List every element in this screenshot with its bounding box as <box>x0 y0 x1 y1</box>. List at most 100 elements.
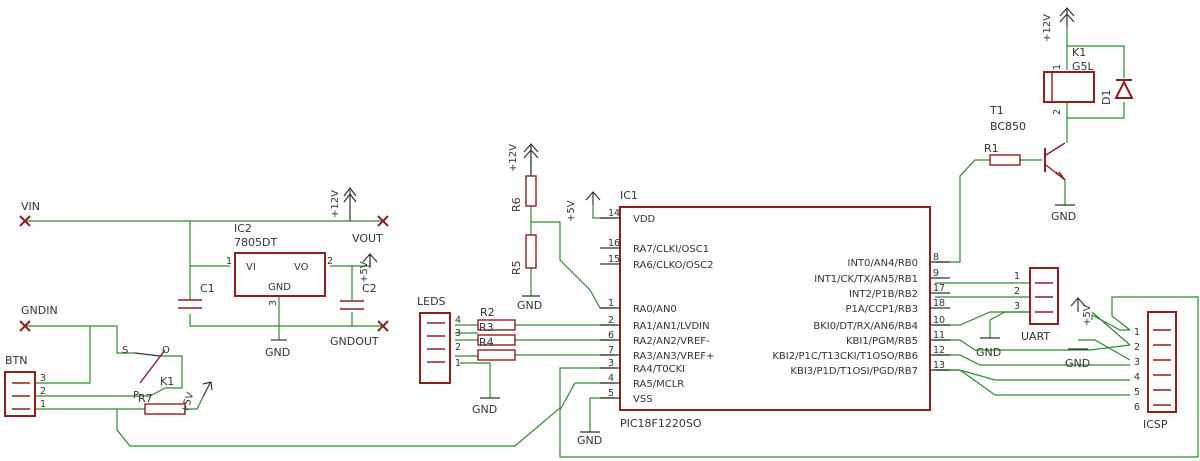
c1-label: C1 <box>200 282 215 295</box>
r5-resistor: R5 <box>510 234 537 275</box>
r6-label: R6 <box>510 197 523 212</box>
ic1-left-pin-label: RA3/AN3/VREF+ <box>633 351 714 362</box>
uart-pin-3: 3 <box>1014 301 1020 312</box>
ic1-left-pin-label: VSS <box>633 394 653 405</box>
relay-pin-2: 2 <box>1052 109 1063 115</box>
r1-resistor: R1 <box>984 142 1021 166</box>
gndout-marker <box>377 320 389 332</box>
net-markers: VIN GNDIN VOUT GNDOUT <box>19 200 389 348</box>
supply-symbols: +12V +5V GND +5V +12V GND +5V GND GND GN… <box>179 7 1093 447</box>
k1-relay-name: K1 <box>1072 46 1086 59</box>
btn-label: BTN <box>5 354 28 367</box>
ic1-left-pin-number: 15 <box>608 254 620 265</box>
r2-label: R2 <box>480 306 495 319</box>
btn-pin-2: 2 <box>40 386 46 397</box>
icsp-pin-5: 5 <box>1134 387 1140 398</box>
ic1-right-pin-number: 12 <box>933 345 945 356</box>
ic1-right-pins: 8INT0/AN4/RB09INT1/CK/TX/AN5/RB117INT2/P… <box>772 252 950 377</box>
leds-pin-3: 3 <box>455 328 461 339</box>
net-label-gnd-icsp: GND <box>1065 357 1090 370</box>
ic1-left-pin-number: 6 <box>608 330 614 341</box>
r2-resistor <box>477 319 516 331</box>
ic1-left-pins: 14VDD16RA7/CLKI/OSC115RA6/CLKO/OSC21RA0/… <box>600 208 714 405</box>
ic1-left-pin-number: 7 <box>608 345 614 356</box>
vout-marker <box>377 215 389 227</box>
ic1-left-pin-number: 3 <box>608 358 614 369</box>
ic2-regulator: IC2 7805DT VI VO GND 1 2 3 <box>226 222 333 306</box>
leds-label: LEDS <box>417 295 446 308</box>
net-label-p5v-icsp: +5V <box>1082 304 1093 326</box>
r6-resistor: R6 <box>510 175 537 212</box>
p5v-arrow-vout <box>362 253 378 268</box>
net-label-p12v-relay: +12V <box>1042 14 1053 42</box>
ic1-left-pin-label: RA1/AN1/LVDIN <box>633 321 710 332</box>
r3-label: R3 <box>479 321 494 334</box>
k1-relay: K1 G5L 1 2 <box>1043 46 1095 115</box>
uart-label: UART <box>1021 330 1050 343</box>
leds-connector: LEDS 4 3 2 1 <box>417 295 461 384</box>
leds-pin-1: 1 <box>455 358 461 369</box>
wires <box>25 25 1199 458</box>
icsp-connector: 1 2 3 4 5 6 ICSP <box>1134 311 1177 431</box>
r3-resistor <box>477 334 516 346</box>
ic1-right-pin-label: KBI2/P1C/T13CKI/T1OSO/RB6 <box>772 351 918 362</box>
net-label-p5v-r7: +5V <box>179 391 196 415</box>
k1-relay-value: G5L <box>1072 60 1095 73</box>
net-label-p12v-r6: +12V <box>508 144 519 172</box>
ic2-name: IC2 <box>234 222 252 235</box>
ic1-right-pin-label: INT2/P1B/RB2 <box>849 289 918 300</box>
t1-transistor: T1 BC850 <box>989 104 1066 181</box>
ic1-right-pin-number: 9 <box>933 268 939 279</box>
net-label-gnd-t1: GND <box>1051 210 1076 223</box>
icsp-pin-2: 2 <box>1134 342 1140 353</box>
p12v-arrow-relay <box>1059 7 1075 26</box>
k1-switch-label: K1 <box>160 375 174 388</box>
ic1-left-pin-number: 5 <box>608 388 614 399</box>
ic1-left-pin-number: 4 <box>608 373 614 384</box>
ic1-left-pin-label: RA5/MCLR <box>633 379 684 390</box>
ic1-left-pin-number: 2 <box>608 315 614 326</box>
uart-pin-1: 1 <box>1014 271 1020 282</box>
p5v-arrow-vdd <box>585 191 601 205</box>
ic1-left-pin-label: RA6/CLKO/OSC2 <box>633 260 713 271</box>
net-label-p12v-vin: +12V <box>330 190 341 218</box>
ic1-right-pin-label: INT0/AN4/RB0 <box>848 258 919 269</box>
switch-o-label: O <box>162 345 170 356</box>
ic1-pic: IC1 PIC18F1220SO 14VDD16RA7/CLKI/OSC115R… <box>600 189 950 430</box>
net-label-gnd-ic2: GND <box>265 346 290 359</box>
t1-value: BC850 <box>990 120 1026 133</box>
icsp-pin-3: 3 <box>1134 357 1140 368</box>
ic2-pin1: 1 <box>226 256 232 267</box>
btn-pin-1: 1 <box>40 399 46 410</box>
net-label-p5v-vout: +5V <box>359 261 370 283</box>
k1-switch: S O P K1 <box>122 345 174 401</box>
ic1-right-pin-label: INT1/CK/TX/AN5/RB1 <box>814 274 918 285</box>
net-label-gnd-uart: GND <box>976 346 1001 359</box>
leds-pin-2: 2 <box>455 342 461 353</box>
ic1-right-pin-number: 8 <box>933 252 939 263</box>
icsp-pin-1: 1 <box>1134 327 1140 338</box>
ic1-left-pin-label: RA7/CLKI/OSC1 <box>633 244 709 255</box>
r7-label: R7 <box>138 392 153 405</box>
relay-pin-1: 1 <box>1052 64 1063 70</box>
net-label-gndin: GNDIN <box>21 304 58 317</box>
icsp-pin-6: 6 <box>1134 402 1140 413</box>
p5v-arrow-r7 <box>202 381 213 398</box>
ic1-left-pin-label: VDD <box>633 214 656 225</box>
ic1-right-pin-label: BKI0/DT/RX/AN6/RB4 <box>813 321 918 332</box>
net-label-vout: VOUT <box>352 232 383 245</box>
ic1-right-pin-number: 11 <box>933 330 945 341</box>
ic1-right-pin-number: 18 <box>933 298 945 309</box>
d1-diode: D1 <box>1100 79 1134 105</box>
ic2-value: 7805DT <box>234 236 277 249</box>
ic1-left-pin-label: RA2/AN2/VREF- <box>633 336 710 347</box>
ic1-left-pin-label: RA0/AN0 <box>633 304 677 315</box>
ic2-pin3: 3 <box>268 300 279 306</box>
c2-label: C2 <box>362 282 377 295</box>
net-label-p5v-vdd: +5V <box>566 200 577 222</box>
ic1-right-pin-number: 10 <box>933 315 945 326</box>
ic2-gnd-label: GND <box>268 282 291 293</box>
net-label-gnd-vss: GND <box>577 434 602 447</box>
ic1-left-pin-number: 1 <box>608 298 614 309</box>
